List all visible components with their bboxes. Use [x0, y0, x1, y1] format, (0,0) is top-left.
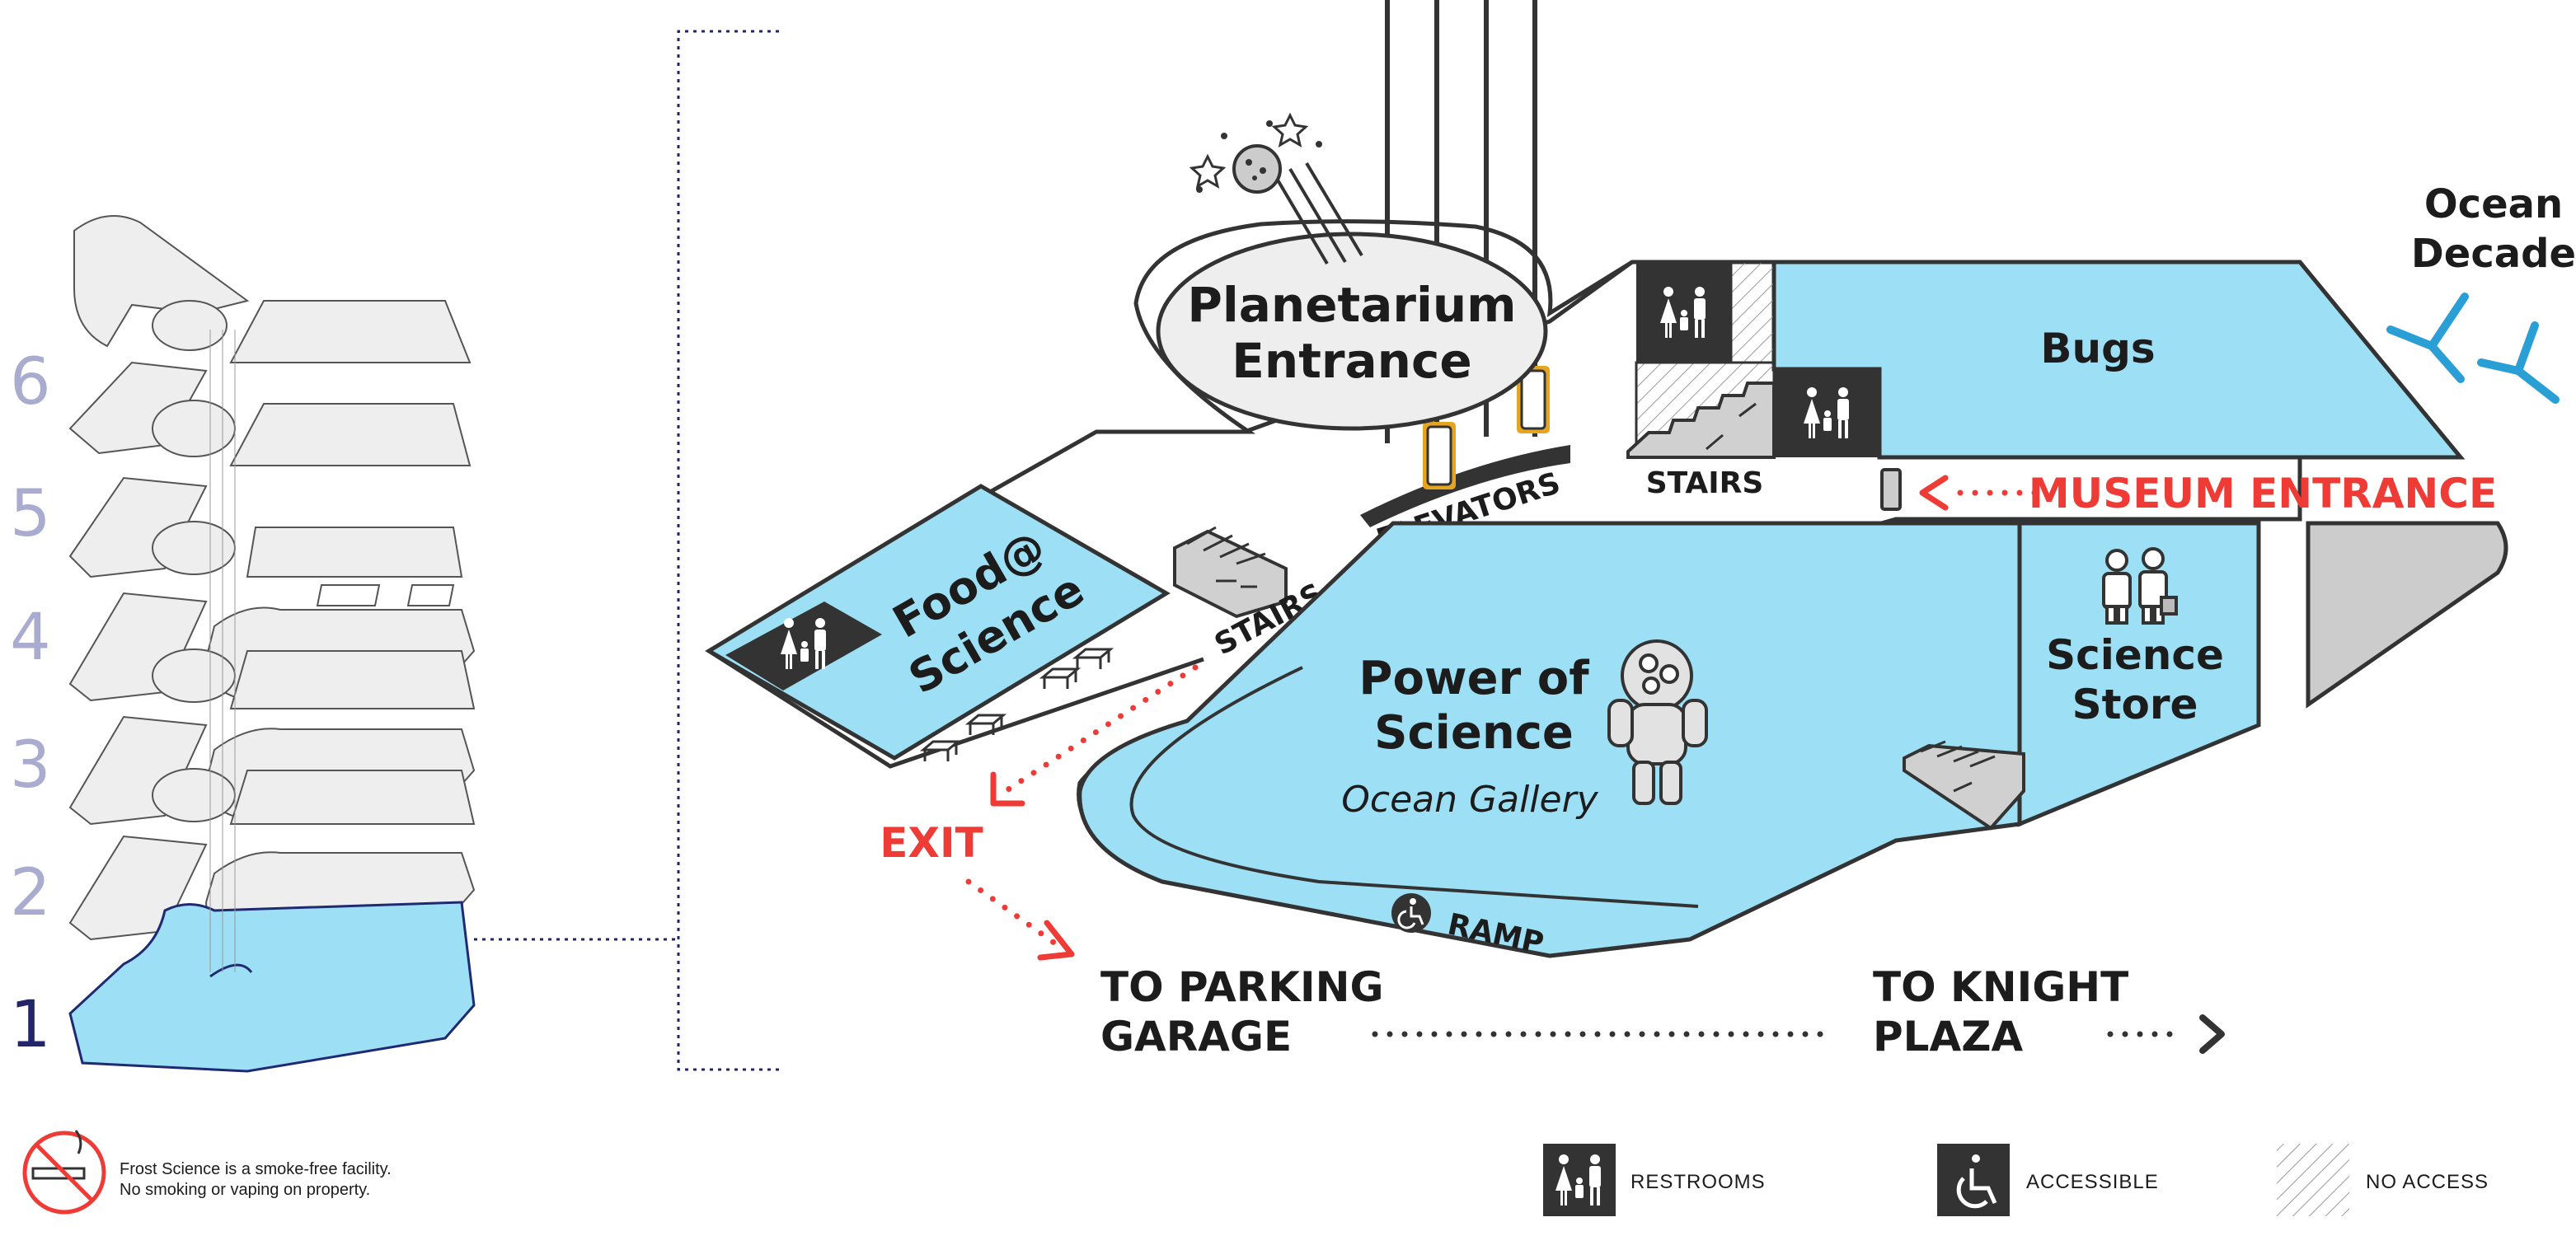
legend: RESTROOMS ACCESSIBLE NO ACCESS	[1543, 1144, 2489, 1216]
planetarium-line2: Entrance	[1232, 333, 1471, 389]
floor-1-label[interactable]: 1	[10, 988, 51, 1062]
ocean-decade-line2: Decade	[2411, 231, 2576, 277]
planetarium-line1: Planetarium	[1187, 277, 1516, 333]
museum-entrance-label[interactable]: MUSEUM ENTRANCE	[2029, 470, 2497, 517]
arrow-icon	[1919, 475, 2039, 511]
stairs-icon	[1626, 382, 1776, 459]
floor-1-shape[interactable]	[68, 901, 476, 1073]
shoppers-icon	[2102, 547, 2178, 625]
legend-no-access: NO ACCESS	[2366, 1171, 2489, 1193]
legend-restrooms: RESTROOMS	[1631, 1171, 1766, 1193]
store-line2: Store	[2072, 681, 2198, 728]
smoke-notice-line2: No smoking or vaping on property.	[120, 1181, 370, 1199]
floor-connector	[474, 30, 779, 1071]
antenna-icon	[2386, 293, 2560, 404]
accessible-icon[interactable]	[1391, 893, 1431, 933]
store-line1: Science	[2046, 631, 2224, 679]
science-store[interactable]: Science Store	[2017, 521, 2261, 827]
floor-4-label[interactable]: 4	[10, 601, 51, 675]
smoke-notice-line1: Frost Science is a smoke-free facility.	[120, 1160, 392, 1178]
ocean-decade: Ocean Decade	[2386, 181, 2576, 404]
diver-icon	[1607, 639, 1708, 805]
exit-arrows	[965, 664, 1199, 961]
entrance-door-icon	[1880, 468, 1902, 511]
floor-stack	[68, 215, 476, 1073]
parking-line2: GARAGE	[1100, 1013, 1292, 1060]
floor-2-label[interactable]: 2	[10, 856, 51, 930]
bench-icon	[1041, 667, 1079, 691]
floor-6-label[interactable]: 6	[10, 345, 51, 419]
knight-line2: PLAZA	[1873, 1013, 2023, 1060]
food-science-area[interactable]: Food@ Science	[705, 484, 1171, 761]
stairs-icon	[1903, 740, 2025, 831]
arrow-icon	[2107, 1014, 2225, 1054]
no-access-block	[2306, 521, 2508, 709]
power-line2: Science	[1374, 706, 1574, 760]
floor-5-label[interactable]: 5	[10, 477, 51, 551]
planet-icon	[1189, 112, 1363, 265]
power-line1: Power of	[1358, 652, 1589, 705]
restroom-block-top	[1635, 260, 1879, 459]
no-smoking-icon	[22, 1130, 106, 1215]
stairs-top-label: STAIRS	[1646, 466, 1764, 500]
ocean-gallery-label: Ocean Gallery	[1341, 779, 1598, 821]
planetarium-entrance[interactable]: Planetarium Entrance	[1096, 219, 1634, 434]
power-of-science-exhibit[interactable]: Power of Science Ocean Gallery	[1077, 521, 2022, 958]
legend-no-access-swatch	[2277, 1144, 2349, 1216]
stairs-icon	[1173, 526, 1288, 619]
legend-accessible: ACCESSIBLE	[2026, 1171, 2159, 1193]
bench-icon	[1074, 648, 1112, 671]
floor-5-shape[interactable]	[68, 400, 472, 578]
exit-label[interactable]: EXIT	[880, 819, 983, 867]
parking-line1: TO PARKING	[1100, 963, 1384, 1011]
ocean-decade-line1: Ocean	[2424, 181, 2563, 227]
accessible-icon	[1956, 1154, 1997, 1209]
floor-3-label[interactable]: 3	[10, 728, 51, 803]
elevator-icon	[1423, 366, 1550, 489]
knight-line1: TO KNIGHT	[1873, 963, 2128, 1011]
bugs-label: Bugs	[2040, 325, 2155, 372]
floor-numbers: 6 5 4 3 2 1	[10, 345, 51, 1062]
elevators-platform	[1360, 445, 1570, 527]
